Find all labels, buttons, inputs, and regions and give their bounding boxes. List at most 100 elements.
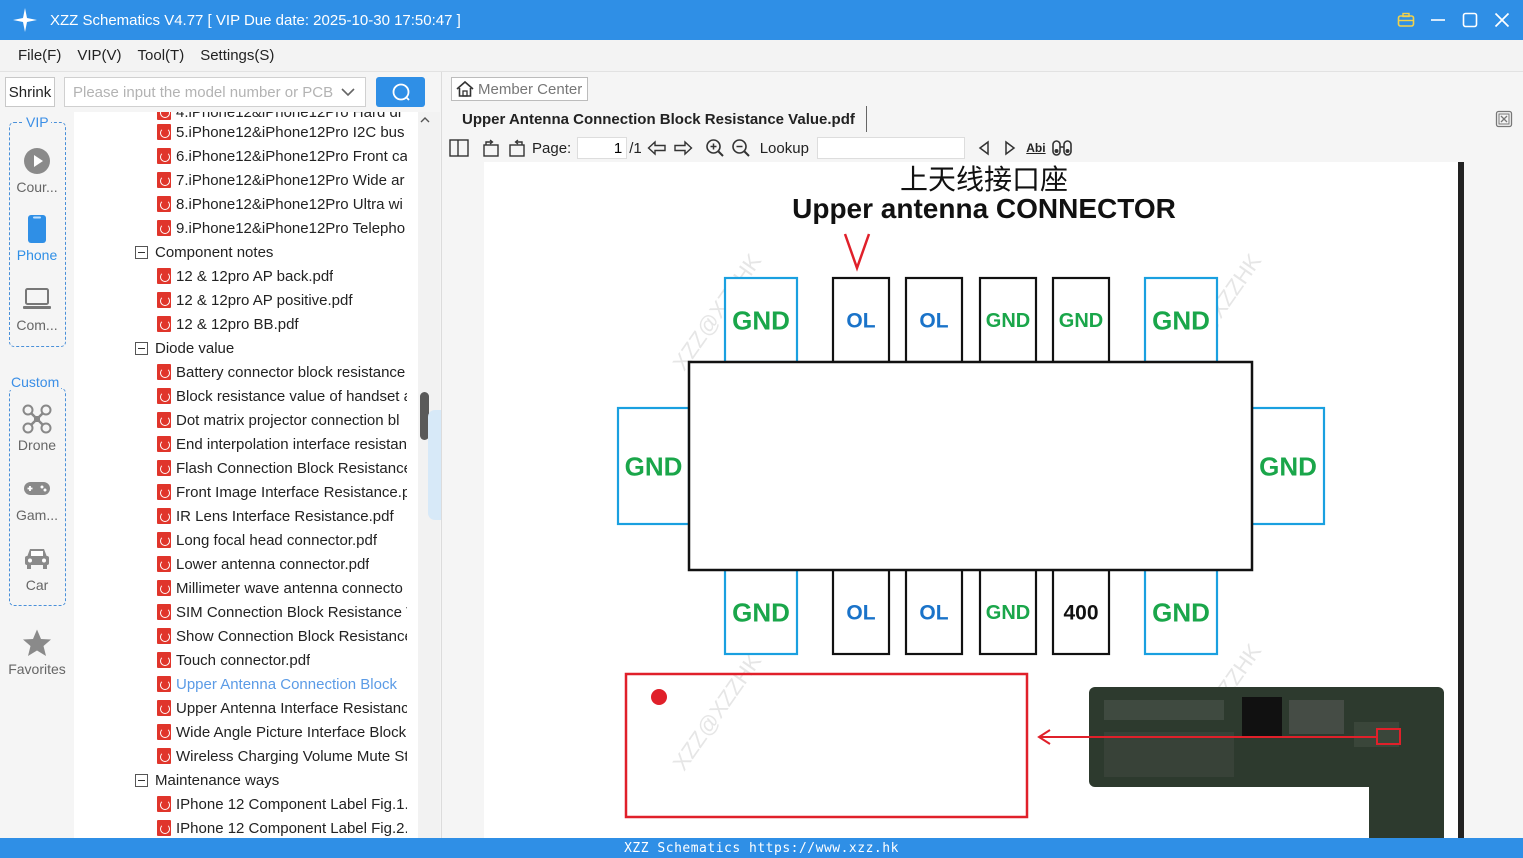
category-car[interactable]: Car (0, 544, 74, 593)
tree-file[interactable]: IPhone 12 Component Label Fig.2. (157, 816, 407, 838)
home-icon (456, 80, 474, 97)
pdf-file-icon (157, 220, 171, 236)
menu-tool[interactable]: Tool(T) (137, 47, 185, 64)
pdf-file-icon (157, 724, 171, 740)
pin-label: GND (1152, 305, 1210, 335)
pin-label: GND (732, 597, 790, 627)
tree-file[interactable]: 12 & 12pro AP positive.pdf (157, 288, 353, 312)
pdf-page[interactable]: XZZ@XZZHK XZZ@XZZHK XZZ@XZZHK XZZ@XZZHK … (484, 162, 1460, 838)
tree-file[interactable]: Front Image Interface Resistance.p (157, 480, 407, 504)
page-number-input[interactable] (577, 137, 628, 159)
tree-folder[interactable]: Component notes (135, 240, 273, 264)
tree-file[interactable]: Block resistance value of handset a (157, 384, 407, 408)
match-case-icon[interactable]: Abi (1025, 137, 1047, 159)
tree-file[interactable]: 12 & 12pro BB.pdf (157, 312, 299, 336)
tree-file[interactable]: Flash Connection Block Resistance (157, 456, 407, 480)
tree-file[interactable]: Upper Antenna Connection Block (157, 672, 397, 696)
scrollbar-thumb[interactable] (420, 392, 429, 440)
rotate-right-icon[interactable] (506, 137, 528, 159)
pin-box (723, 276, 799, 364)
tree-item-label: IPhone 12 Component Label Fig.2. (176, 819, 407, 837)
tree-file[interactable]: 7.iPhone12&iPhone12Pro Wide ar (157, 168, 405, 192)
tree-item-label: 12 & 12pro AP back.pdf (176, 267, 334, 285)
tree-file[interactable]: IR Lens Interface Resistance.pdf (157, 504, 394, 528)
category-favorites[interactable]: Favorites (0, 628, 74, 677)
member-center-button[interactable]: Member Center (451, 77, 589, 101)
binoculars-icon[interactable] (1051, 137, 1073, 159)
scroll-up-icon[interactable] (419, 115, 431, 125)
menu-file[interactable]: File(F) (18, 47, 62, 64)
category-games[interactable]: Gam... (0, 474, 74, 523)
tab-document[interactable]: Upper Antenna Connection Block Resistanc… (451, 106, 867, 132)
chevron-down-icon[interactable] (340, 84, 356, 100)
pin-label: 400 (1063, 602, 1098, 625)
tree-file[interactable]: 9.iPhone12&iPhone12Pro Telepho (157, 216, 405, 240)
tree-item-label: Lower antenna connector.pdf (176, 555, 370, 573)
tree-file[interactable]: Dot matrix projector connection bl (157, 408, 399, 432)
search-button[interactable] (376, 77, 425, 107)
title-bar: XZZ Schematics V4.77 [ VIP Due date: 202… (0, 0, 1523, 40)
page-edge (1458, 162, 1464, 838)
search-input[interactable] (64, 77, 366, 107)
tree-file[interactable]: Touch connector.pdf (157, 648, 310, 672)
tree-file[interactable]: End interpolation interface resistan (157, 432, 407, 456)
menu-vip[interactable]: VIP(V) (77, 47, 122, 64)
tree-file[interactable]: Upper Antenna Interface Resistanc (157, 696, 407, 720)
collapse-icon[interactable] (135, 245, 148, 259)
tree-file[interactable]: 12 & 12pro AP back.pdf (157, 264, 333, 288)
tree-folder[interactable]: Diode value (135, 336, 234, 360)
next-page-icon[interactable] (672, 137, 694, 159)
tree-item-partial[interactable]: 4.iPhone12&iPhone12Pro Hard di (157, 112, 401, 121)
pdf-file-icon (157, 292, 171, 308)
collapse-icon[interactable] (135, 773, 148, 787)
tree-file[interactable]: IPhone 12 Component Label Fig.1. (157, 792, 407, 816)
minimize-button[interactable] (1429, 11, 1447, 29)
close-button[interactable] (1493, 11, 1511, 29)
pin-box (616, 406, 691, 526)
category-label: Com... (16, 317, 58, 333)
tree-file[interactable]: 5.iPhone12&iPhone12Pro I2C bus (157, 120, 405, 144)
maximize-button[interactable] (1461, 11, 1479, 29)
zoom-in-icon[interactable] (704, 137, 726, 159)
category-courses[interactable]: Cour... (0, 146, 74, 195)
tree-file[interactable]: Millimeter wave antenna connecto (157, 576, 403, 600)
pin-box (978, 276, 1038, 364)
splitter-handle[interactable] (428, 410, 441, 520)
window-title: XZZ Schematics V4.77 [ VIP Due date: 202… (50, 11, 461, 29)
briefcase-icon[interactable] (1397, 11, 1415, 29)
pin-label: GND (732, 305, 790, 335)
tree-file[interactable]: SIM Connection Block Resistance V (157, 600, 407, 624)
tree-file[interactable]: 8.iPhone12&iPhone12Pro Ultra wi (157, 192, 403, 216)
collapse-icon[interactable] (135, 341, 148, 355)
sidebar-toggle-icon[interactable] (448, 137, 470, 159)
zoom-out-icon[interactable] (730, 137, 752, 159)
tree-file[interactable]: Wide Angle Picture Interface Block (157, 720, 406, 744)
lookup-input[interactable] (816, 137, 965, 159)
find-prev-icon[interactable] (973, 137, 995, 159)
status-bar: XZZ Schematics https://www.xzz.hk (0, 838, 1523, 858)
shrink-button[interactable]: Shrink (5, 77, 55, 107)
tree-file[interactable]: Show Connection Block Resistance (157, 624, 407, 648)
rotate-left-icon[interactable] (480, 137, 502, 159)
tree-file[interactable]: Wireless Charging Volume Mute St (157, 744, 407, 768)
category-drone[interactable]: Drone (0, 404, 74, 453)
find-next-icon[interactable] (999, 137, 1021, 159)
tree-file[interactable]: Long focal head connector.pdf (157, 528, 377, 552)
tree-file[interactable]: 6.iPhone12&iPhone12Pro Front ca (157, 144, 407, 168)
tree-file[interactable]: Lower antenna connector.pdf (157, 552, 369, 576)
prev-page-icon[interactable] (646, 137, 668, 159)
tree-folder[interactable]: Maintenance ways (135, 768, 279, 792)
tree-file[interactable]: Battery connector block resistance (157, 360, 405, 384)
category-phone[interactable]: Phone (0, 214, 74, 263)
pin-box (1051, 276, 1111, 364)
pdf-toolbar: Page: /1 Lookup Abi (442, 134, 1523, 162)
menu-settings[interactable]: Settings(S) (200, 47, 275, 64)
pin-label: GND (625, 451, 683, 481)
close-tab-icon[interactable] (1495, 110, 1513, 128)
pin-label: OL (846, 310, 875, 333)
red-dot (651, 689, 667, 705)
pin-box (723, 568, 799, 656)
category-computer[interactable]: Com... (0, 284, 74, 333)
match-case-label: Abi (1026, 141, 1046, 155)
pin-box (831, 568, 891, 656)
